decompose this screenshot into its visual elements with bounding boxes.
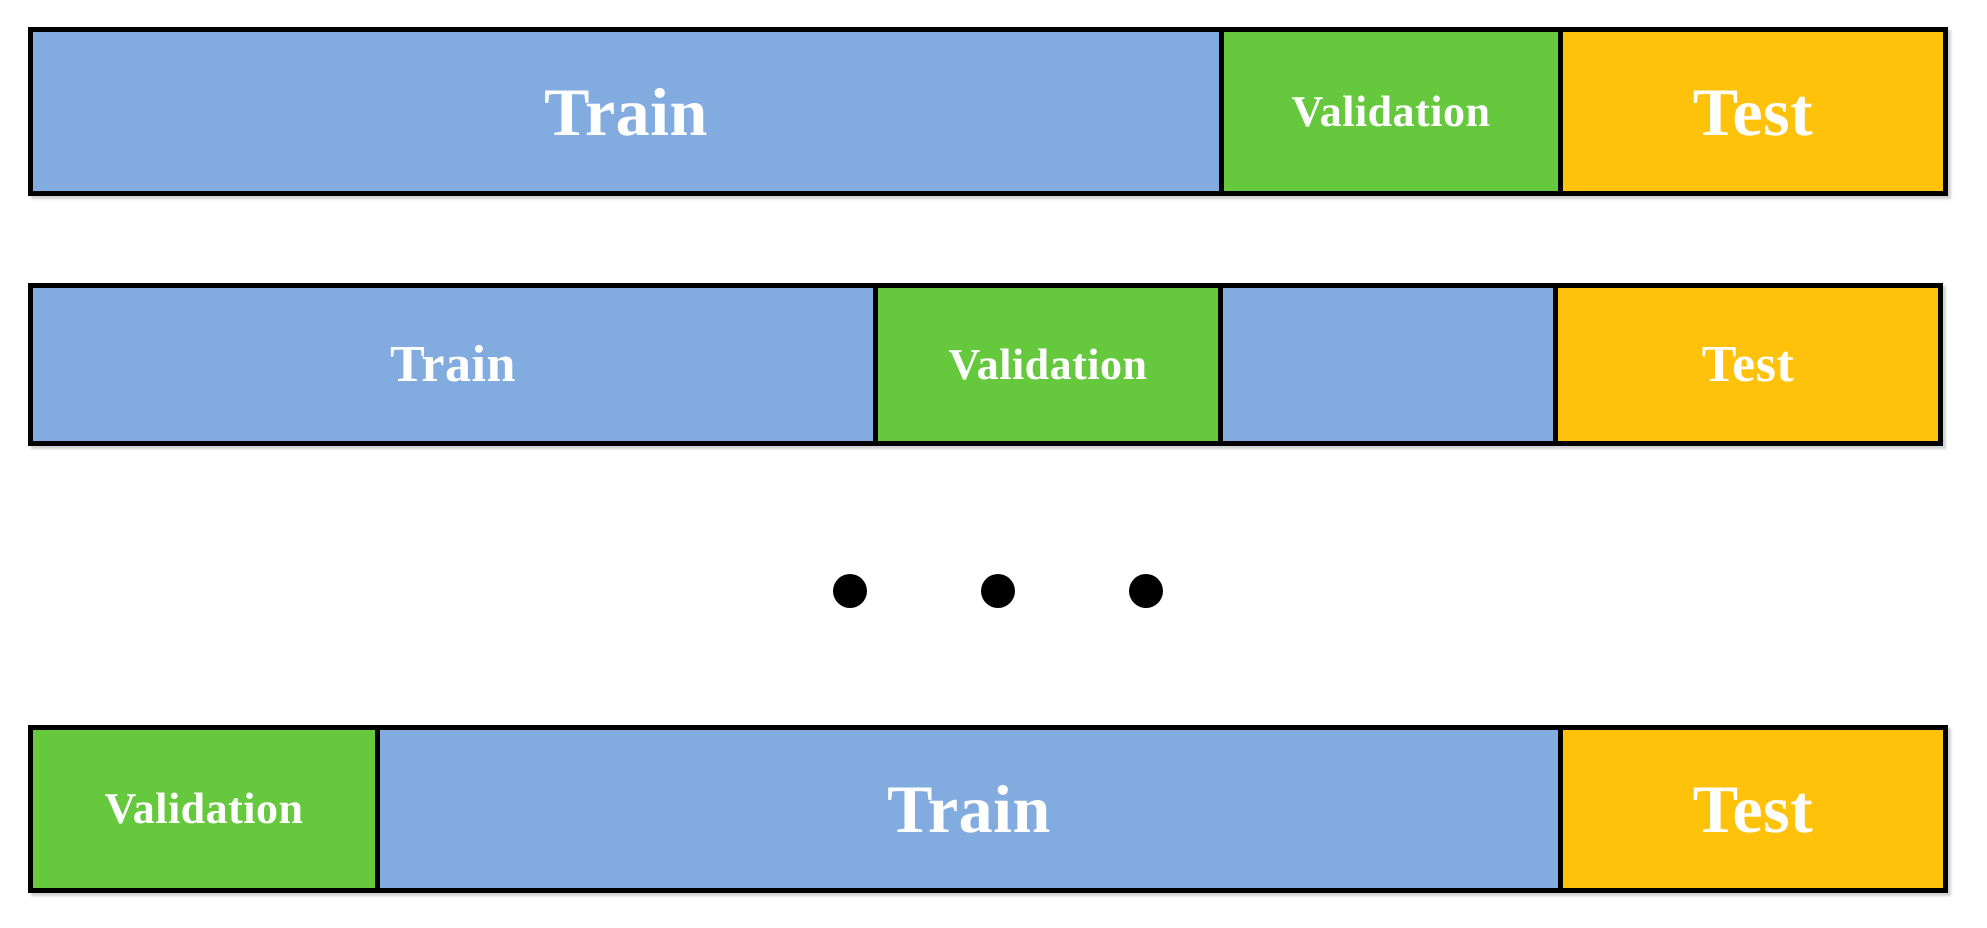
segment-train[interactable]: Train xyxy=(28,283,878,446)
segment-label: Validation xyxy=(104,784,304,833)
segment-test[interactable]: Test xyxy=(1558,27,1948,196)
segment-validation[interactable]: Validation xyxy=(1219,27,1563,196)
segment-label: Train xyxy=(544,73,708,150)
segment-train[interactable]: Train xyxy=(28,27,1224,196)
segment-validation[interactable]: Validation xyxy=(873,283,1223,446)
segment-label: Test xyxy=(1701,335,1795,393)
split-row-2: Train Validation Test xyxy=(28,283,1958,446)
segment-label: Train xyxy=(887,771,1051,847)
ellipsis-dot-1 xyxy=(833,574,867,608)
ellipsis-dot-2 xyxy=(981,574,1015,608)
segment-train[interactable]: Train xyxy=(375,725,1563,893)
segment-label: Validation xyxy=(948,339,1148,389)
segment-validation[interactable]: Validation xyxy=(28,725,380,893)
segment-train-unused[interactable] xyxy=(1218,283,1558,446)
segment-test[interactable]: Test xyxy=(1553,283,1943,446)
segment-label: Validation xyxy=(1291,86,1491,136)
vertical-ellipsis xyxy=(0,574,1987,608)
segment-label: Test xyxy=(1692,771,1814,847)
ellipsis-dot-3 xyxy=(1129,574,1163,608)
split-row-1: Train Validation Test xyxy=(28,27,1958,196)
segment-label: Test xyxy=(1692,73,1814,150)
segment-test[interactable]: Test xyxy=(1558,725,1948,893)
segment-label: Train xyxy=(390,335,516,393)
split-row-3: Validation Train Test xyxy=(28,725,1958,893)
